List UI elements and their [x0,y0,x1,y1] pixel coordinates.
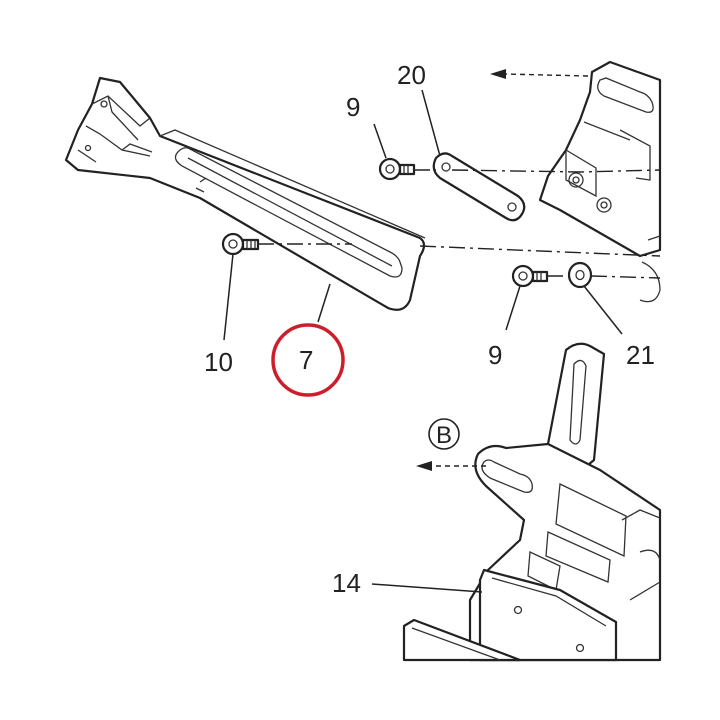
view-b-label: B [436,422,452,449]
part-21-washer[interactable] [567,261,593,289]
upper-mount-frame [538,60,662,303]
part-7-slotted-bracket[interactable] [64,76,426,311]
arrow-to-upper-frame [490,69,589,79]
callout-9-lower: 9 [488,340,502,370]
callout-14: 14 [332,568,361,598]
callout-21: 21 [626,340,655,370]
part-20-link-plate[interactable] [432,152,526,222]
alignment-lines [258,169,661,279]
part-9-upper-screw[interactable] [378,157,416,181]
arrow-to-view-b [416,461,486,471]
part-10-screw[interactable] [221,232,260,256]
part-9-lower-screw[interactable] [511,264,549,288]
part-14-lower-bracket[interactable] [402,342,662,662]
callout-20: 20 [397,60,426,90]
highlight-circle [271,323,345,397]
callout-10: 10 [204,347,233,377]
leader-lines [223,89,623,593]
callout-9-upper: 9 [346,92,360,122]
callout-7: 7 [299,345,313,375]
view-b-marker: B [428,418,460,450]
